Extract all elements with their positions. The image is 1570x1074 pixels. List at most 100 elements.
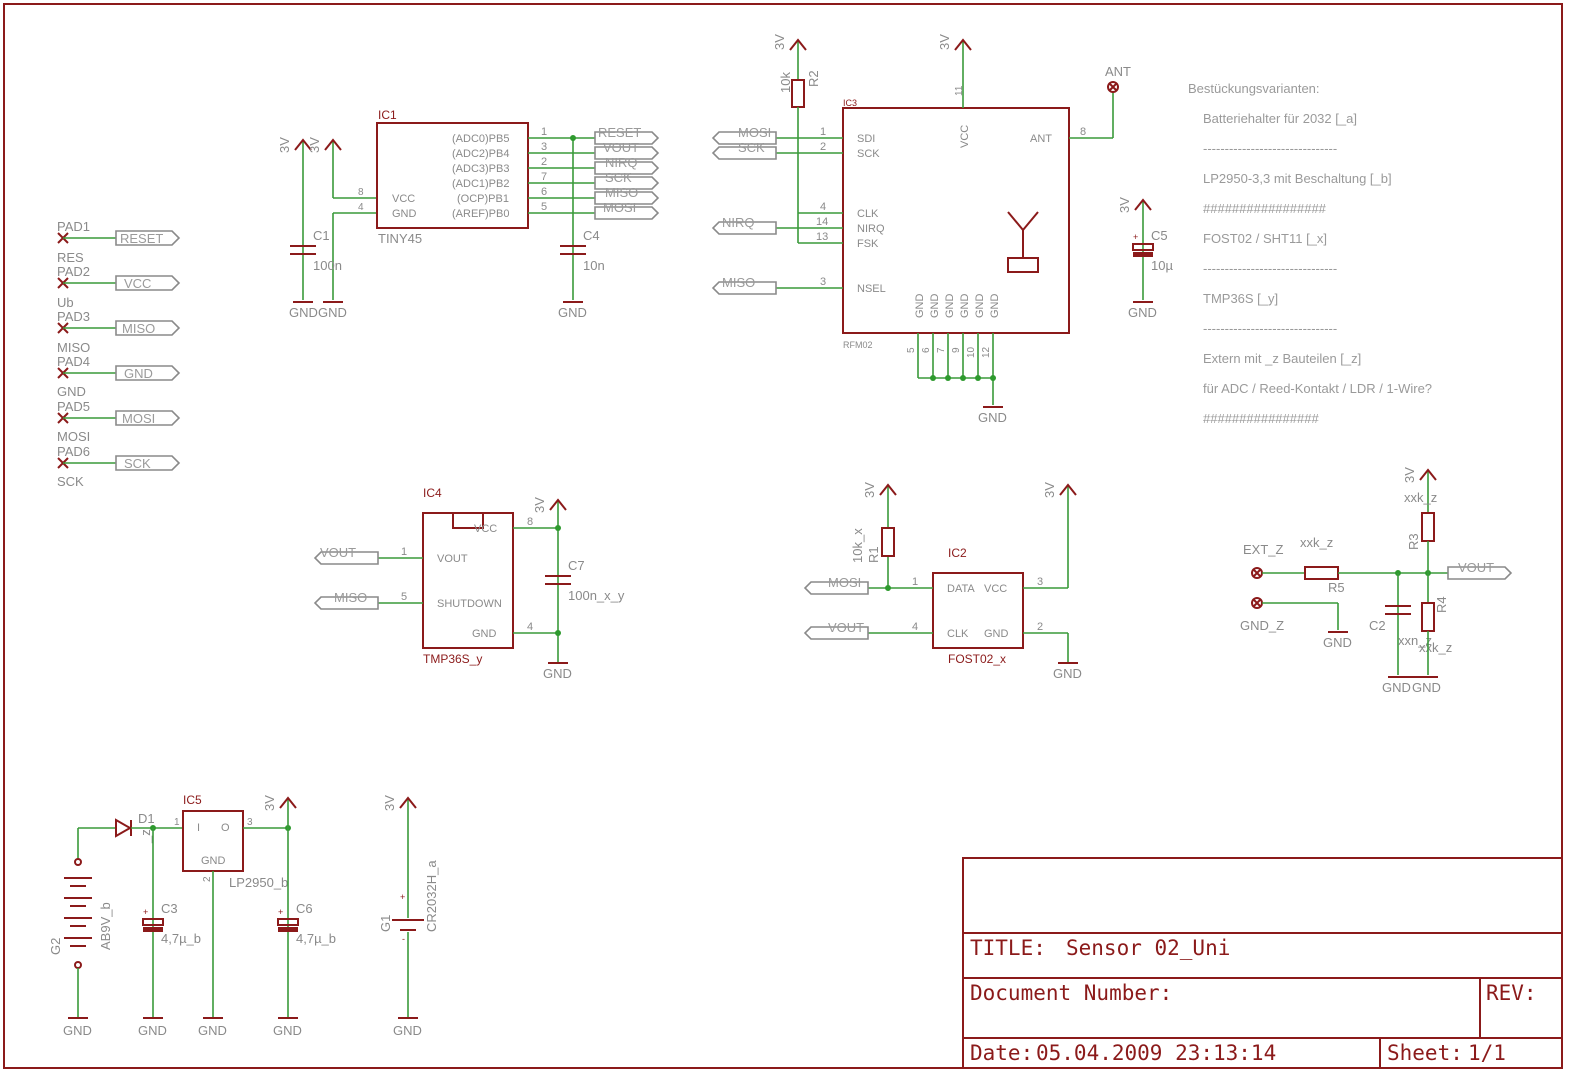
svg-text:Batteriehalter für 2032 [_a]: Batteriehalter für 2032 [_a] [1203,111,1357,126]
pad-5: PAD5 MOSI MOSI [57,399,181,444]
title-label: TITLE: [970,936,1046,960]
svg-text:+: + [1133,232,1138,242]
svg-text:11: 11 [954,85,965,96]
ic3-net-labels: MOSI SCK NIRQ MISO [711,125,777,295]
ic4-tmp36s: IC4 TMP36S_y VOUT SHUTDOWN VCC GND 1 5 8… [313,486,625,681]
svg-text:2: 2 [1037,621,1043,633]
svg-text:MISO: MISO [334,590,367,605]
net-label [115,230,181,246]
svg-text:3V: 3V [772,34,787,50]
svg-text:CR2032H_a: CR2032H_a [424,860,439,932]
svg-text:R3: R3 [1406,533,1421,550]
svg-text:1: 1 [174,817,180,828]
svg-text:4,7µ_b: 4,7µ_b [161,931,201,946]
svg-text:1: 1 [820,126,826,138]
svg-text:LP2950-3,3 mit Beschaltung [_b: LP2950-3,3 mit Beschaltung [_b] [1203,171,1392,186]
svg-text:I: I [197,822,200,834]
c4-name: C4 [583,228,600,243]
pad-name: PAD5 [57,399,90,414]
supply-label: 3V [307,137,322,153]
ic3-rfm02: IC3 RFM02 3V 10k R2 SDI SCK CLK NIRQ FSK… [711,34,1173,425]
svg-text:NIRQ: NIRQ [857,223,885,235]
net-label-text: GND [124,366,153,381]
rev-label: REV: [1486,981,1537,1005]
svg-text:MOSI: MOSI [738,125,771,140]
sheet-value: 1/1 [1468,1041,1506,1065]
svg-text:################: ################ [1203,411,1319,426]
svg-text:10: 10 [966,346,977,358]
svg-text:IC2: IC2 [948,546,967,560]
svg-text:+: + [400,892,405,902]
svg-text:8: 8 [358,187,364,198]
svg-text:NIRQ: NIRQ [722,215,755,230]
svg-text:xxk_z: xxk_z [1300,535,1333,550]
net-label-text: VCC [124,276,151,291]
svg-text:CLK: CLK [857,208,879,220]
svg-text:+: + [278,907,283,917]
pad-name: PAD2 [57,264,90,279]
ic2-fost02: IC2 FOST02_x DATA VCC CLK GND 1 3 4 2 3V… [803,482,1082,681]
date-value: 05.04.2009 23:13:14 [1036,1041,1276,1065]
svg-text:RFM02: RFM02 [843,340,873,350]
supply-arrow-icon [549,498,567,511]
svg-text:NSEL: NSEL [857,283,886,295]
supply-arrow-icon [789,38,807,51]
svg-text:14: 14 [816,216,828,228]
svg-text:GND: GND [138,1023,167,1038]
svg-text:10k: 10k [778,72,793,93]
svg-text:TMP36S [_y]: TMP36S [_y] [1203,291,1278,306]
gnd-label: GND [318,305,347,320]
svg-text:4,7µ_b: 4,7µ_b [296,931,336,946]
date-label: Date: [970,1041,1033,1065]
net-label-text: MISO [122,321,155,336]
svg-text:GND: GND [472,628,497,640]
svg-text:GND: GND [989,294,1001,319]
svg-text:GND: GND [273,1023,302,1038]
diode-icon [115,818,133,838]
svg-text:für ADC / Reed-Kontakt / LDR /: für ADC / Reed-Kontakt / LDR / 1-Wire? [1203,381,1432,396]
ic1-net-labels: RESET VOUT NIRQ SCK MISO MOSI [594,125,660,220]
document-number-label: Document Number: [970,981,1172,1005]
supply-arrow-icon [294,138,312,151]
ic3-body [842,107,1070,334]
svg-text:VOUT: VOUT [320,545,356,560]
r4-resistor [1421,602,1435,632]
sheet-label: Sheet: [1387,1041,1463,1065]
svg-text:13: 13 [816,231,828,243]
svg-text:R1: R1 [866,546,881,563]
svg-text:2: 2 [541,156,547,168]
pads-group: PAD1 RES RESET PAD2 Ub VCC PAD3 MISO MIS… [57,219,181,489]
ic1-tiny45: 3V 3V C1 100n GND GND IC1 TINY45 8 4 VCC… [277,108,660,320]
supply-arrow-icon [879,483,897,496]
svg-text:3V: 3V [532,497,547,513]
pad-sub-label: Ub [57,295,74,310]
supply-arrow-icon [279,796,297,809]
net-label-text: MOSI [122,411,155,426]
gnd-label: GND [289,305,318,320]
pad-sub-label: MISO [57,340,90,355]
svg-text:IC5: IC5 [183,793,202,807]
title-block: TITLE: Sensor 02_Uni Document Number: RE… [962,857,1563,1069]
svg-text:C3: C3 [161,901,178,916]
svg-text:D1: D1 [138,811,155,826]
svg-text:5: 5 [401,591,407,603]
svg-text:------------------------------: ------------------------------- [1203,141,1337,156]
ic4-body [422,512,514,649]
r2-resistor [791,79,805,108]
svg-text:4: 4 [820,201,826,213]
pad-name: PAD6 [57,444,90,459]
svg-text:8: 8 [527,516,533,528]
svg-text:R5: R5 [1328,580,1345,595]
ic1-body [376,122,529,229]
ic1-name: IC1 [378,108,397,122]
svg-text:AB9V_b: AB9V_b [98,902,113,950]
svg-text:SDI: SDI [857,133,875,145]
svg-text:3V: 3V [1402,467,1417,483]
ant-label: ANT [1105,64,1131,79]
pad-sub-label: RES [57,250,84,265]
pad-1: PAD1 RES RESET [57,219,181,265]
svg-text:LP2950_b: LP2950_b [229,875,288,890]
svg-text:GND: GND [201,855,226,867]
svg-text:(OCP)PB1: (OCP)PB1 [457,193,509,205]
svg-text:3: 3 [1037,576,1043,588]
